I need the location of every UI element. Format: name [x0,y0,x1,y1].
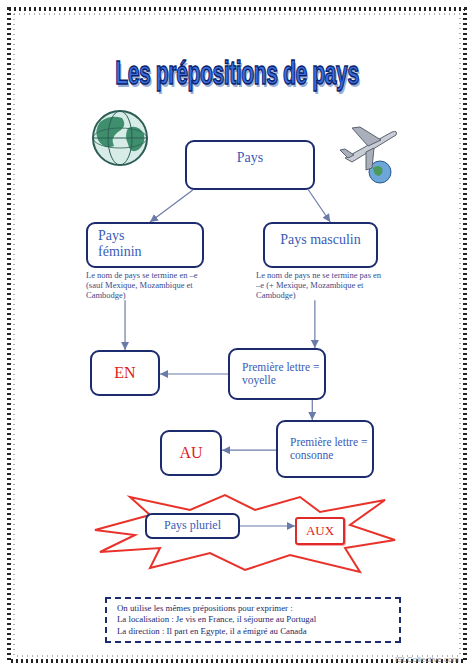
rule-note: Le nom de pays se termine en –e (sauf Me… [86,271,214,300]
box-label: Pays [191,150,309,166]
note-line: On utilise les mêmes prépositions pour e… [117,603,389,614]
airplane-clipart [340,127,397,183]
flow-arrow [150,190,193,222]
page-title: Les prépositions de pays [97,54,378,93]
box-label: Pays pluriel [147,519,238,533]
category-box: Pays masculin Le nom de pays ne se termin… [256,222,384,300]
page-border [9,9,465,661]
root-box: Pays [185,140,315,190]
box-label: AU [162,444,220,462]
globe-clipart [93,111,147,165]
flow-arrow [222,450,276,451]
category-box: Pays féminin Le nom de pays se termine en… [86,222,214,300]
plural-box: Pays pluriel [145,513,240,539]
rule-box: Première lettre = voyelle [228,348,326,400]
preposition-box: EN [90,350,160,396]
rule-box: Première lettre = consonne [276,420,374,478]
watermark: ISLCollective.com [395,655,459,664]
preposition-box: AUX [295,517,345,545]
note-box: On utilise les mêmes prépositions pour e… [105,597,401,643]
starburst [95,495,395,572]
box-outline: Pays féminin [86,222,204,268]
page-border-inner [14,14,460,656]
note-line: La localisation : Je vis en France, il s… [117,614,389,625]
box-outline: Pays masculin [263,222,378,268]
box-label: AUX [297,524,343,539]
flow-arrow [312,400,313,420]
box-label: Première lettre = consonne [290,436,369,462]
flow-arrow [309,190,331,222]
rule-note: Le nom de pays ne se termine pas en –e (… [256,271,384,300]
flow-arrow [160,373,228,374]
box-label: EN [92,364,158,382]
box-label: Pays féminin [98,228,158,260]
preposition-box: AU [160,430,222,476]
flow-arrow [240,525,295,526]
box-label: Pays masculin [269,232,372,248]
flow-arrow [314,300,315,348]
flow-arrow [124,300,125,350]
box-label: Première lettre = voyelle [242,361,321,387]
note-line: La direction : Il part en Egypte, il a é… [117,626,389,637]
